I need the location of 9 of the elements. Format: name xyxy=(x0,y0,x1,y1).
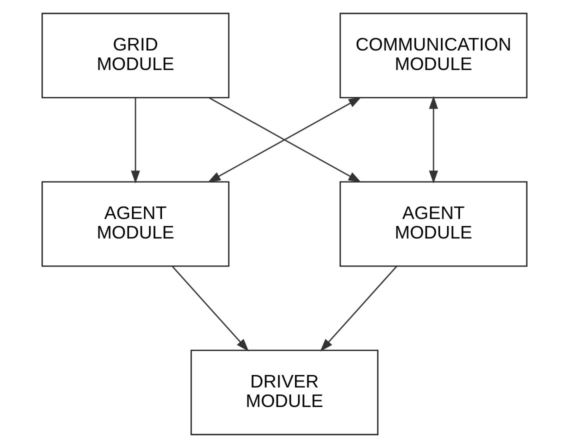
arrow xyxy=(320,266,398,352)
node-box: DRIVER MODULE xyxy=(190,350,378,436)
arrow xyxy=(130,98,140,184)
node-box: AGENT MODULE xyxy=(340,181,528,267)
node-box: COMMUNICATION MODULE xyxy=(340,12,528,98)
node-box: GRID MODULE xyxy=(42,12,230,98)
arrow xyxy=(428,96,438,184)
node-box: AGENT MODULE xyxy=(42,181,230,267)
arrow xyxy=(172,266,249,352)
